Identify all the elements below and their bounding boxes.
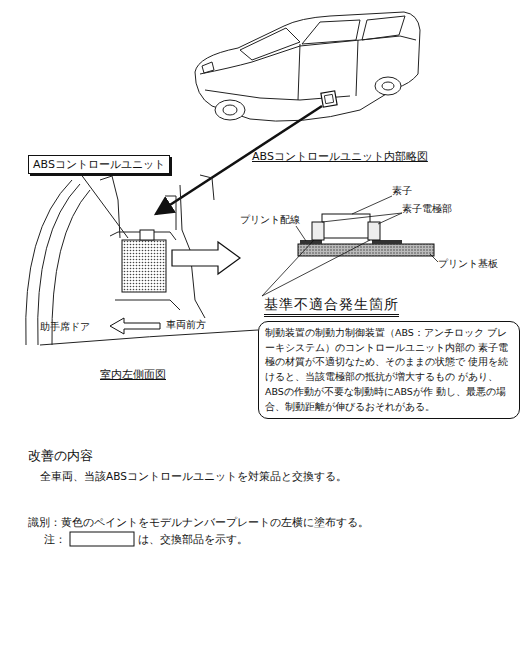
- car-illustration: [195, 12, 420, 121]
- part-name: プリント配線: [240, 214, 300, 226]
- part-name: 素子電極部: [402, 203, 452, 215]
- note-text: 全車両、当該ABSコントロールユニットを対策品と交換する。: [40, 470, 347, 483]
- side-view: [26, 173, 258, 345]
- note-text: 識別：黄色のペイントをモデルナンバープレートの左横に塗布する。: [28, 516, 369, 529]
- view-title: 室内左側面図: [100, 368, 166, 381]
- note-text: 注：: [44, 533, 66, 546]
- part-name: 素子: [392, 185, 412, 197]
- part-name: プリント基板: [438, 258, 498, 270]
- note-text: は、交換部品を示す。: [138, 533, 248, 546]
- defect-box: 基準不適合発生箇所制動装置の制動力制御装置（ABS：アンチロック ブレーキシステ…: [258, 294, 520, 419]
- box-body: 制動装置の制動力制御装置（ABS：アンチロック ブレーキシステム）のコントロール…: [258, 321, 520, 419]
- part-name: 助手席ドア: [40, 321, 90, 333]
- box-label: ABSコントロールユニット: [33, 157, 165, 172]
- sketch-title: ABSコントロールユニット内部略図: [252, 150, 428, 163]
- callout-box: ABSコントロールユニット: [28, 155, 170, 174]
- section-heading: 改善の内容: [28, 448, 93, 464]
- box-heading: 基準不適合発生箇所: [264, 296, 399, 317]
- direction-label: 車両前方: [166, 319, 206, 331]
